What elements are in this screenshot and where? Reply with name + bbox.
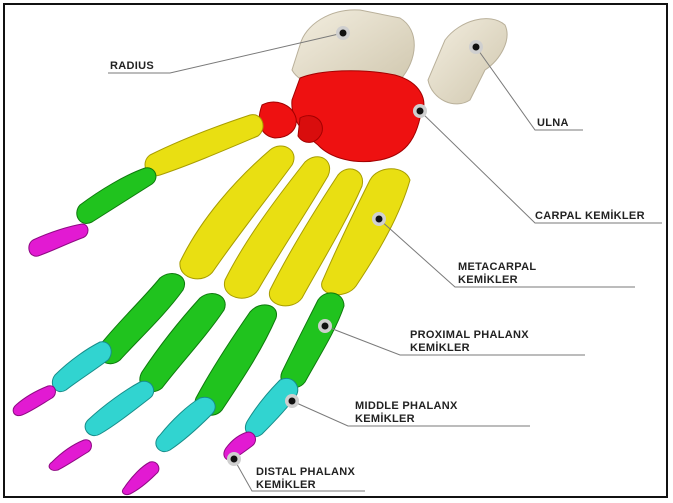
distal-label-line1: DISTAL PHALANX [256,466,355,479]
metacarpal-marker-dot [372,212,386,226]
distal-marker-dot [227,452,241,466]
ulna-marker-dot [469,40,483,54]
middle-phalanx-label: MIDDLE PHALANX KEMİKLER [355,400,458,426]
metacarpal-label-line1: METACARPAL [458,261,536,274]
radius-label: RADIUS [110,60,154,73]
metacarpal-label: METACARPAL KEMİKLER [458,261,536,287]
ulna-label: ULNA [537,117,569,130]
ulna-label-text: ULNA [537,117,569,130]
carpal-marker-dot [413,104,427,118]
ulna-bone [428,19,507,104]
middle-label-line1: MIDDLE PHALANX [355,400,458,413]
distal-label-line2: KEMİKLER [256,479,355,492]
radius-marker-dot [336,26,350,40]
middle-marker-dot [285,394,299,408]
carpal-label: CARPAL KEMİKLER [535,210,645,223]
distal-phalanx-label: DISTAL PHALANX KEMİKLER [256,466,355,492]
proximal-label-line1: PROXIMAL PHALANX [410,329,529,342]
radius-label-text: RADIUS [110,60,154,73]
proximal-label-line2: KEMİKLER [410,342,529,355]
proximal-marker-dot [318,319,332,333]
middle-label-line2: KEMİKLER [355,413,458,426]
metacarpal-label-line2: KEMİKLER [458,274,536,287]
proximal-phalanx-label: PROXIMAL PHALANX KEMİKLER [410,329,529,355]
carpal-label-text: CARPAL KEMİKLER [535,210,645,223]
